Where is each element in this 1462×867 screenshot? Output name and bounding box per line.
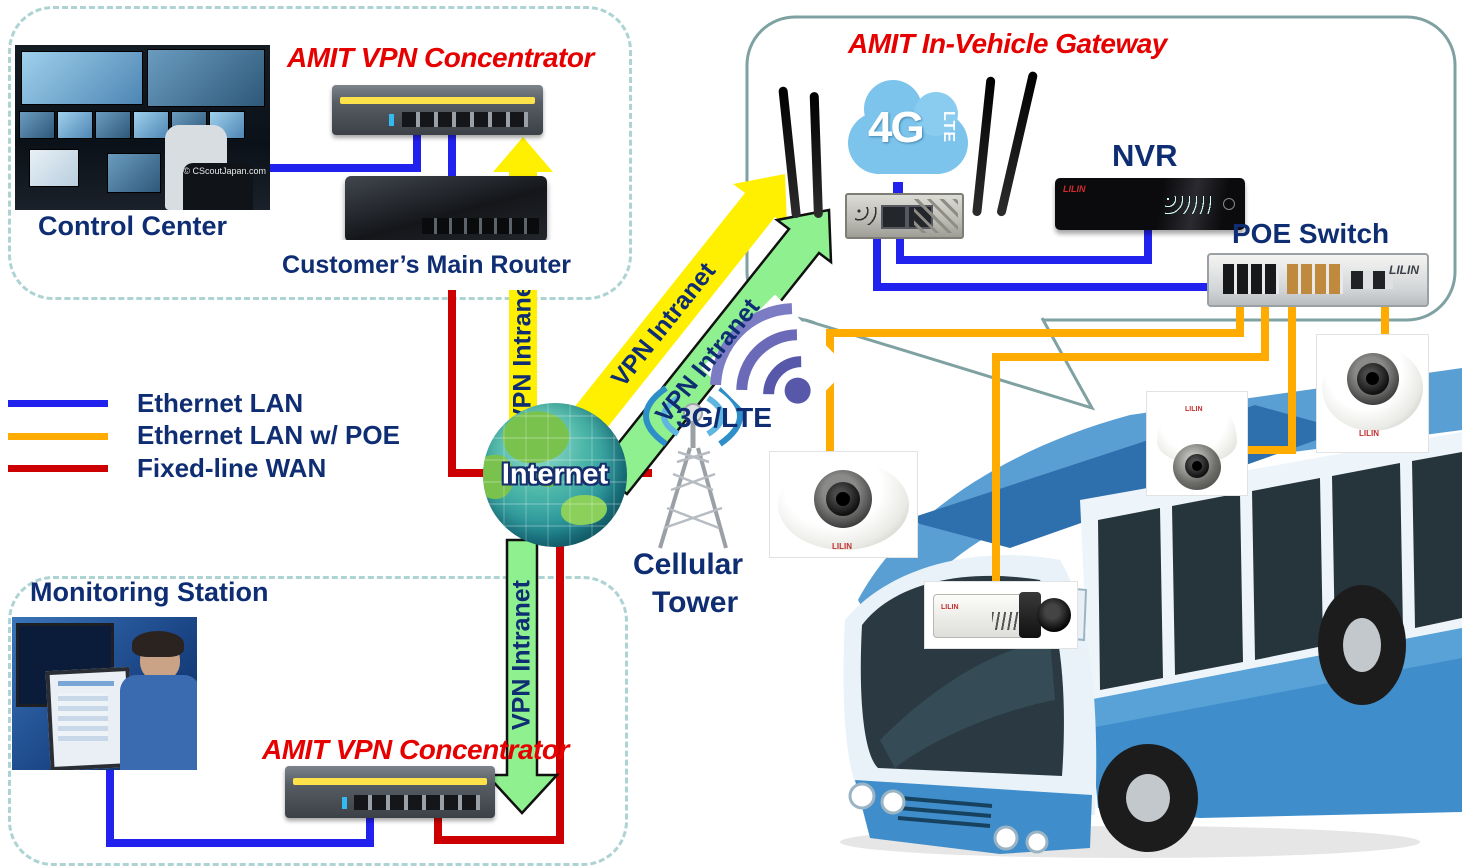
nvr-device: LILIN — [1055, 178, 1245, 230]
legend-line-ethernet-lan — [8, 400, 108, 407]
internet-globe: Internet — [483, 403, 627, 547]
callout-tail — [798, 316, 1092, 408]
antenna-icon — [778, 86, 801, 219]
cellular-tower-label-line2: Tower — [652, 586, 739, 619]
control-center-caption: Control Center — [38, 211, 227, 241]
legend-line-fixed-wan — [8, 465, 108, 472]
legend-label-fixed-wan: Fixed-line WAN — [137, 453, 327, 483]
antenna-icon — [972, 76, 996, 217]
monitoring-station-caption: Monitoring Station — [30, 577, 269, 607]
monitoring-station-photo — [12, 617, 197, 770]
legend-label-ethernet-lan-poe: Ethernet LAN w/ POE — [137, 420, 400, 450]
nvr-brand-logo: LILIN — [1063, 184, 1086, 194]
poe-switch-device: LILIN — [1207, 253, 1429, 307]
network-3g-lte-label: 3G/LTE — [676, 402, 772, 433]
vpn-intranet-label-down: VPN Intranet — [507, 579, 536, 731]
in-vehicle-gateway-title: AMIT In-Vehicle Gateway — [848, 28, 1167, 59]
poe-brand-logo: LILIN — [1389, 263, 1419, 277]
camera-brand-logo: LILIN — [941, 604, 959, 611]
legend-label-ethernet-lan: Ethernet LAN — [137, 388, 304, 418]
dome-camera-rear: LILIN — [1317, 335, 1428, 452]
poe-switch-label: POE Switch — [1232, 218, 1390, 249]
legend-line-ethernet-lan-poe — [8, 433, 108, 440]
photo-watermark: © CScoutJapan.com — [183, 166, 266, 176]
box-camera: LILIN — [925, 582, 1077, 648]
in-vehicle-gateway-device — [845, 193, 964, 239]
cellular-tower-label-line1: Cellular — [633, 548, 744, 581]
control-center-photo: © CScoutJapan.com — [15, 45, 270, 210]
internet-label: Internet — [501, 458, 609, 491]
vpn-concentrator-device-top — [332, 85, 543, 135]
vpn-concentrator-top-title: AMIT VPN Concentrator — [287, 42, 594, 73]
cloud-lte-label: LTE — [940, 110, 958, 144]
vpn-concentrator-bottom-title: AMIT VPN Concentrator — [262, 734, 569, 765]
vpn-intranet-label-up: VPN Intranet — [508, 274, 537, 426]
cloud-4g-label: 4G — [868, 103, 925, 152]
dome-camera-front: LILIN — [770, 452, 917, 557]
lan-line-gateway-poe — [873, 233, 1215, 291]
ptz-dome-camera: LILIN — [1147, 392, 1247, 495]
poe-line-ptz-camera — [1245, 297, 1296, 454]
callout-tail-outline — [797, 316, 1096, 411]
camera-brand-logo: LILIN — [1185, 406, 1203, 413]
antenna-icon — [809, 91, 823, 219]
camera-brand-logo: LILIN — [832, 542, 852, 551]
main-router-label: Customer’s Main Router — [273, 240, 580, 290]
main-router-device — [345, 176, 547, 242]
nvr-label: NVR — [1112, 138, 1178, 173]
monitoring-station-group-border — [8, 576, 628, 866]
camera-brand-logo: LILIN — [1359, 429, 1379, 438]
antenna-icon — [996, 70, 1039, 218]
control-center-group-border — [8, 6, 632, 300]
vpn-concentrator-device-bottom — [285, 766, 495, 818]
